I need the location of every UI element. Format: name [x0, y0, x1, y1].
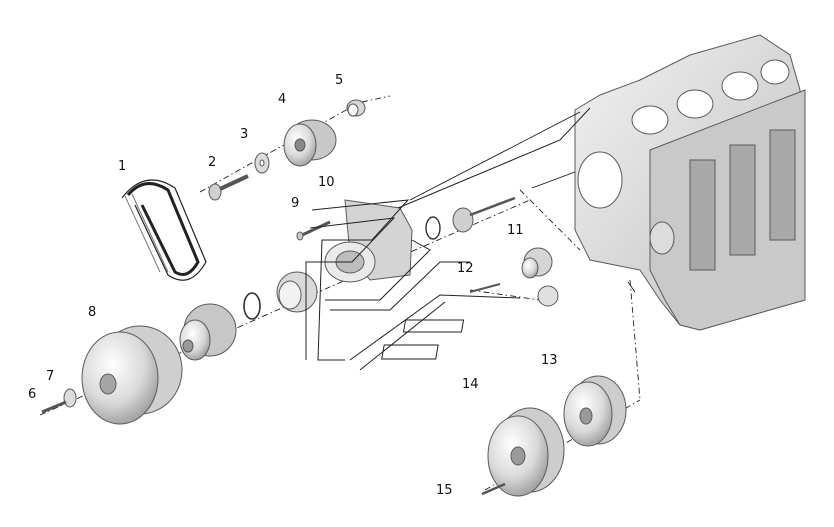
crank-pulley — [487, 407, 565, 497]
crank-damper — [563, 375, 627, 447]
callout-2: 2 — [208, 155, 216, 170]
routing-outline — [305, 107, 591, 371]
crank-bolt — [481, 482, 506, 496]
callout-5: 5 — [335, 73, 343, 88]
idler-pulley — [283, 119, 337, 167]
washer — [254, 152, 270, 174]
engine-block — [574, 34, 806, 331]
callout-14: 14 — [462, 377, 479, 392]
fan-hub — [179, 303, 237, 361]
callout-8: 8 — [88, 305, 96, 320]
callout-12: 12 — [457, 261, 474, 276]
callout-1: 1 — [118, 159, 126, 174]
poly-v-belt — [121, 179, 207, 281]
callout-15: 15 — [436, 483, 453, 498]
shaft-sleeve — [276, 271, 318, 313]
callout-11: 11 — [507, 223, 524, 238]
pump-housing — [324, 199, 413, 283]
callout-9: 9 — [291, 196, 299, 211]
pulley-bolt-washer — [41, 388, 77, 414]
belt-tensioner — [469, 247, 559, 307]
tensioner-bolt — [208, 174, 249, 201]
callout-7: 7 — [46, 369, 54, 384]
leader-lines — [409, 111, 636, 293]
callout-3: 3 — [240, 127, 248, 142]
callout-6: 6 — [28, 387, 36, 402]
callout-labels: 1 2 3 4 5 6 7 8 9 10 11 12 13 14 15 — [28, 73, 558, 498]
housing-bolt — [296, 220, 331, 241]
fan-pulley — [81, 325, 183, 425]
snap-ring — [243, 292, 261, 320]
callout-13: 13 — [541, 353, 558, 368]
callout-10: 10 — [318, 175, 335, 190]
pulley-cap — [346, 99, 366, 117]
seal-rings — [425, 196, 516, 240]
callout-4: 4 — [278, 92, 286, 107]
